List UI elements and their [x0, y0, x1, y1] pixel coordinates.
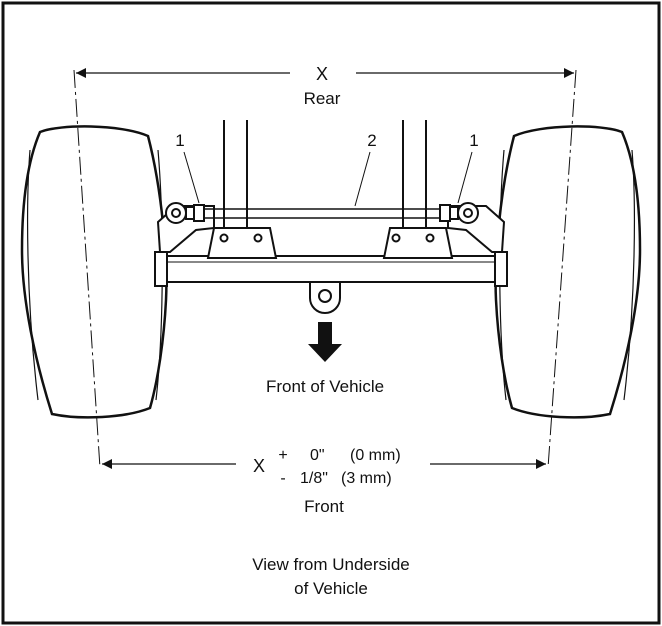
callout-center: 2 [367, 131, 376, 150]
tolerance-plus-metric: (0 mm) [350, 447, 401, 464]
callout-right: 1 [469, 131, 478, 150]
front-of-vehicle-label: Front of Vehicle [266, 377, 384, 396]
tolerance-minus-sign: - [280, 470, 285, 487]
tolerance-minus-metric: (3 mm) [341, 470, 392, 487]
view-caption-line1: View from Underside [252, 555, 409, 574]
right-tire [494, 125, 642, 419]
callout-left: 1 [175, 131, 184, 150]
right-tire-centerline [547, 69, 577, 469]
left-tire-centerline [73, 69, 101, 469]
tie-rod [165, 202, 479, 224]
callout-right-leader [457, 151, 473, 204]
view-caption-line2: of Vehicle [294, 579, 368, 598]
front-dimension-label: X [253, 456, 265, 476]
front-direction-arrow [308, 322, 342, 362]
rear-label: Rear [304, 89, 341, 108]
rear-dimension-label: X [316, 64, 328, 84]
tolerance-plus-value: 0" [310, 447, 325, 464]
front-axle-assembly [154, 120, 508, 314]
tolerance-minus-value: 1/8" [300, 470, 328, 487]
callout-center-leader [354, 151, 371, 207]
callout-left-leader [183, 151, 200, 204]
front-label: Front [304, 497, 344, 516]
tolerance-plus-sign: + [278, 447, 287, 464]
